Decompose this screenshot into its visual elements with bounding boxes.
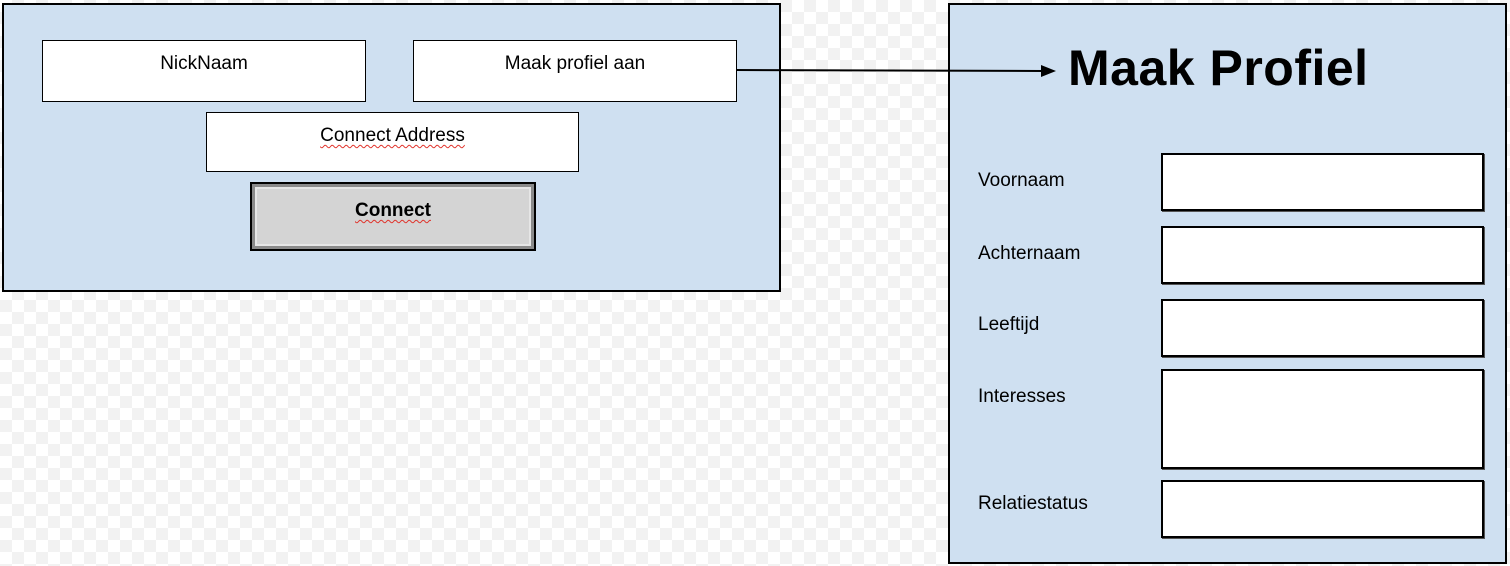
- connect-address-label: Connect Address: [320, 125, 465, 146]
- age-input[interactable]: [1161, 299, 1484, 357]
- nickname-label: NickNaam: [160, 53, 248, 74]
- age-label: Leeftijd: [978, 314, 1040, 335]
- relationship-status-label: Relatiestatus: [978, 493, 1088, 514]
- last-name-input[interactable]: [1161, 226, 1484, 284]
- relationship-status-input[interactable]: [1161, 480, 1484, 538]
- login-panel: NickNaam Maak profiel aan Connect Addres…: [2, 3, 781, 292]
- first-name-input[interactable]: [1161, 153, 1484, 211]
- connect-address-field[interactable]: Connect Address: [206, 112, 579, 172]
- create-profile-button[interactable]: Maak profiel aan: [413, 40, 737, 102]
- nickname-field[interactable]: NickNaam: [42, 40, 366, 102]
- interests-label: Interesses: [978, 386, 1066, 407]
- first-name-label: Voornaam: [978, 170, 1065, 191]
- connect-button-label: Connect: [355, 200, 431, 221]
- connect-button[interactable]: Connect: [250, 182, 536, 251]
- create-profile-panel: Maak Profiel Voornaam Achternaam Leeftij…: [948, 3, 1507, 564]
- profile-title: Maak Profiel: [1068, 40, 1369, 96]
- create-profile-label: Maak profiel aan: [504, 53, 646, 74]
- interests-input[interactable]: [1161, 369, 1484, 469]
- last-name-label: Achternaam: [978, 243, 1081, 264]
